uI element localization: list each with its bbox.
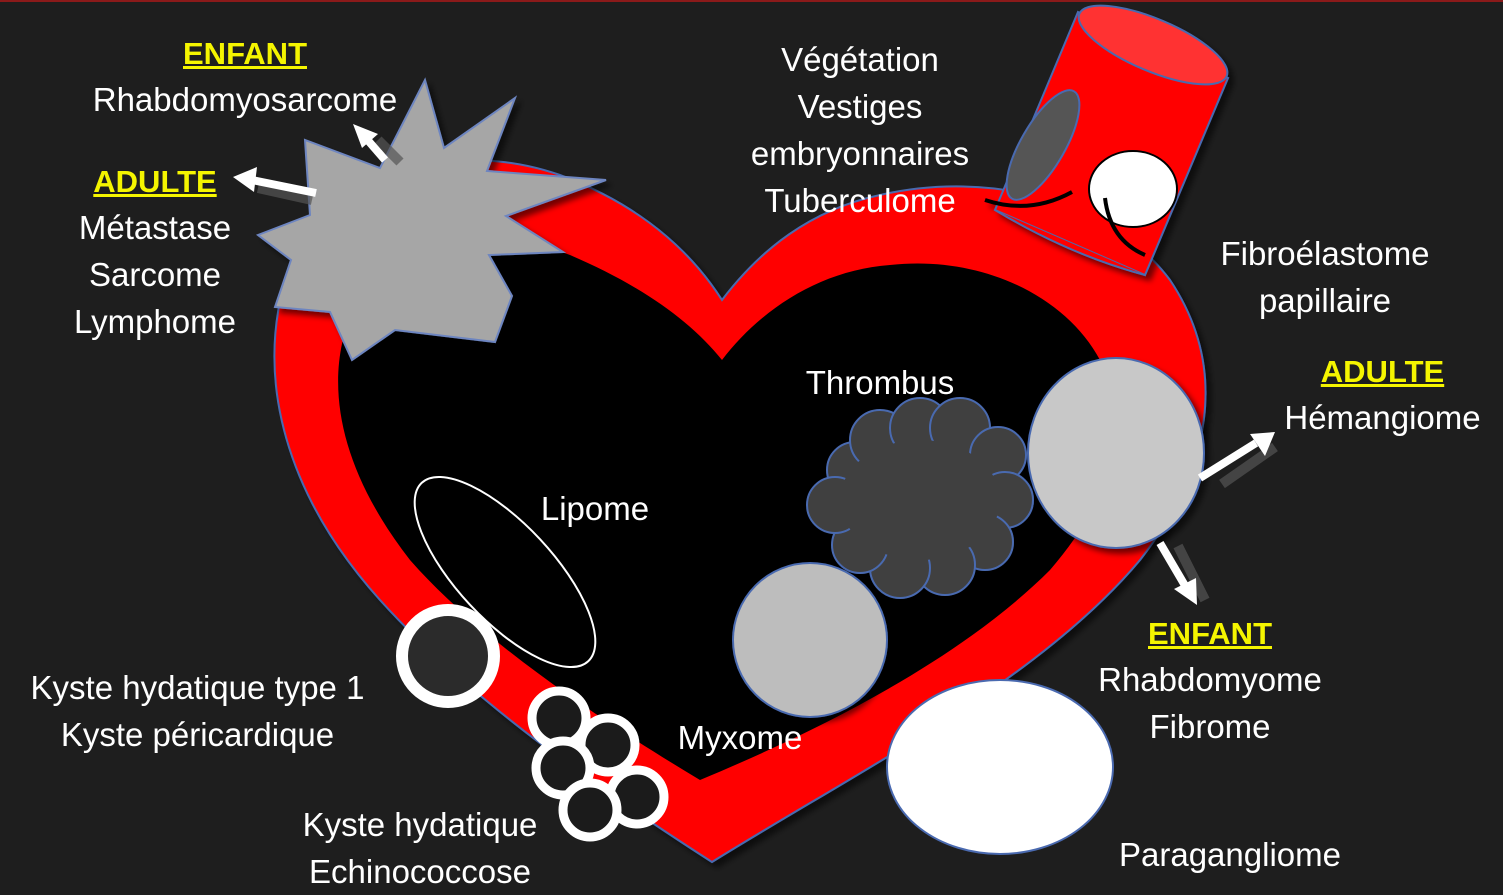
fibroelastoma-line: Fibroélastome bbox=[1195, 230, 1455, 277]
paraganglioma-label: Paragangliome bbox=[1100, 831, 1360, 878]
cyst-line: Kyste hydatique type 1 bbox=[5, 664, 390, 711]
valve-item: Végétation bbox=[730, 36, 990, 83]
adult-item: Lymphome bbox=[55, 298, 255, 345]
fibroelastoma-label: Fibroélastome papillaire bbox=[1195, 230, 1455, 324]
valve-item: Vestiges bbox=[730, 83, 990, 130]
adult-item: Métastase bbox=[55, 204, 255, 251]
right-child-group: ENFANT Rhabdomyome Fibrome bbox=[1080, 612, 1340, 750]
valve-item: embryonnaires bbox=[730, 130, 990, 177]
myxome-label: Myxome bbox=[660, 714, 820, 761]
child-item: Rhabdomyome bbox=[1080, 656, 1340, 703]
cyst-type1-shape bbox=[402, 610, 494, 702]
hydatid-line: Kyste hydatique bbox=[280, 801, 560, 848]
adult-item: Sarcome bbox=[55, 251, 255, 298]
cyst-type1-label: Kyste hydatique type 1 Kyste péricardiqu… bbox=[5, 664, 390, 758]
cyst-line: Kyste péricardique bbox=[5, 711, 390, 758]
fibroelastoma-line: papillaire bbox=[1195, 277, 1455, 324]
valve-item: Tuberculome bbox=[730, 177, 990, 224]
lipome-label: Lipome bbox=[510, 485, 680, 532]
pericardium-child-group: ENFANT Rhabdomyosarcome bbox=[80, 32, 410, 123]
wall-mass bbox=[1028, 358, 1204, 548]
child-header: ENFANT bbox=[80, 32, 410, 76]
child-header: ENFANT bbox=[1080, 612, 1340, 656]
adult-header: ADULTE bbox=[55, 160, 255, 204]
adult-header: ADULTE bbox=[1270, 350, 1495, 394]
valve-group-label: Végétation Vestiges embryonnaires Tuberc… bbox=[730, 36, 990, 224]
adult-item: Hémangiome bbox=[1270, 394, 1495, 441]
arrow-icon bbox=[1200, 432, 1275, 484]
pericardium-adult-group: ADULTE Métastase Sarcome Lymphome bbox=[55, 160, 255, 345]
child-item: Fibrome bbox=[1080, 703, 1340, 750]
arrow-icon bbox=[1160, 543, 1205, 605]
hydatid-label: Kyste hydatique Echinococcose bbox=[280, 801, 560, 895]
right-adult-group: ADULTE Hémangiome bbox=[1270, 350, 1495, 441]
child-item: Rhabdomyosarcome bbox=[80, 76, 410, 123]
myxome-shape bbox=[733, 563, 887, 717]
thrombus-label: Thrombus bbox=[780, 359, 980, 406]
hydatid-line: Echinococcose bbox=[280, 848, 560, 895]
